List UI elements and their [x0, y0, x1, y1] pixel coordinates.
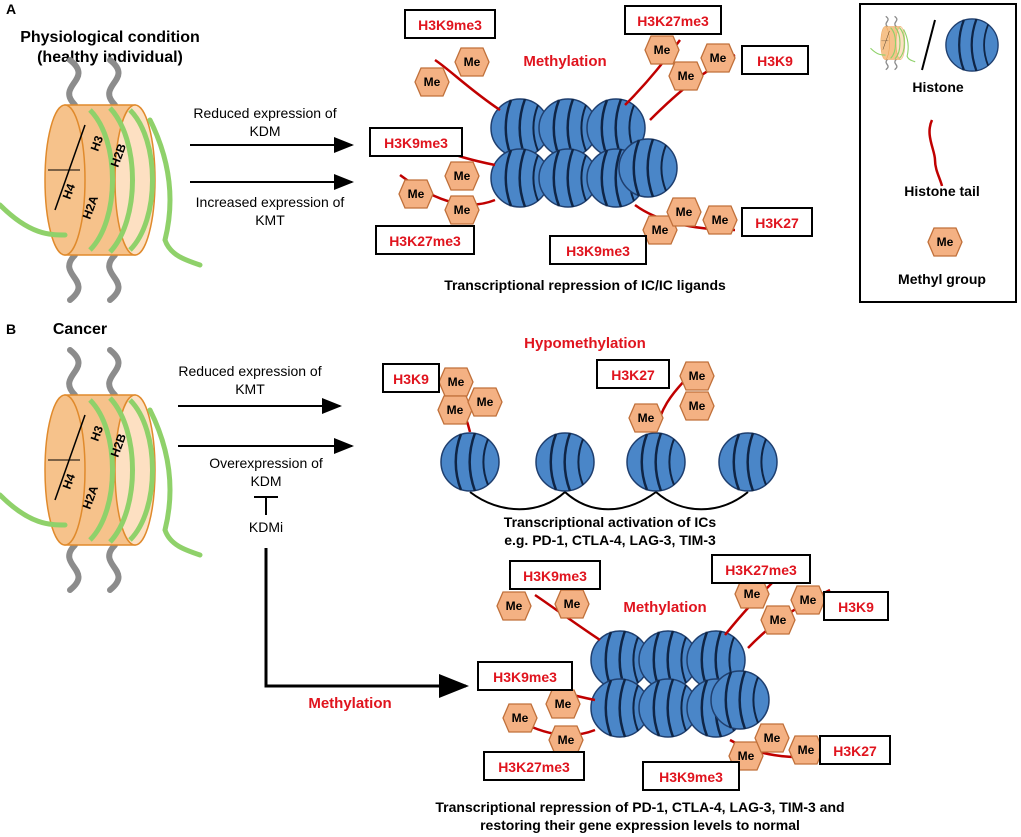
mark-label: H3K9me3 [566, 243, 630, 259]
mark-label: H3K9me3 [384, 135, 448, 151]
activation-caption-line1: Transcriptional activation of ICs [504, 514, 717, 530]
kdmi-path-arrow [264, 548, 469, 698]
me-label: Me [454, 203, 471, 217]
me-label: Me [800, 593, 817, 607]
mark-boxes-a: H3K9me3 H3K27me3 H3K9 H3K9me3 H3K27me3 H… [369, 5, 813, 265]
methylation-label-b: Methylation [623, 599, 706, 616]
me-label: Me [738, 749, 755, 763]
mark-label: H3K27 [755, 215, 799, 231]
histone-octamer-icon: H3 H2B H4 H2A [0, 350, 200, 590]
mark-box [596, 359, 670, 389]
arrow2-label-line2: KMT [255, 212, 285, 228]
me-label: Me [564, 597, 581, 611]
mark-label: H3K27me3 [498, 759, 570, 775]
me-label: Me [512, 711, 529, 725]
caption-b-line1: Transcriptional repression of PD-1, CTLA… [435, 799, 844, 815]
me-label: Me [638, 411, 655, 425]
linker-dna [469, 490, 749, 511]
me-label: Me [652, 223, 669, 237]
mark-label: H3K27me3 [637, 13, 709, 29]
me-label: Me [798, 743, 815, 757]
hypomethylation-label: Hypomethylation [524, 335, 646, 352]
activation-caption-line2: e.g. PD-1, CTLA-4, LAG-3, TIM-3 [504, 532, 716, 548]
me-label: Me [710, 51, 727, 65]
legend-box: Histone Histone tail Me Methyl group [859, 3, 1017, 303]
panel-a: A Physiological condition (healthy indiv… [0, 1, 813, 300]
arrow1-label-line1: Reduced expression of [193, 105, 336, 121]
methylation-path-label: Methylation [308, 695, 391, 712]
mark-label: H3K27me3 [725, 562, 797, 578]
nucleosome-cluster-b [589, 629, 771, 739]
histone-tail-icon [928, 119, 944, 187]
histone-octamer-icon: H3 H2B H4 H2A [0, 60, 200, 300]
panel-b: B Cancer H3 H2B H4 H2A Reduced expressio… [0, 321, 891, 833]
mark-label: H3K9me3 [493, 669, 557, 685]
mark-label: H3K27 [611, 367, 655, 383]
mark-label: H3K9me3 [523, 568, 587, 584]
me-label: Me [506, 599, 523, 613]
legend-divider [921, 19, 936, 71]
mark-label: H3K9me3 [659, 769, 723, 785]
me-label: Me [676, 205, 693, 219]
me-label: Me [558, 733, 575, 747]
arrow2-label-line1: Increased expression of [196, 194, 345, 210]
mark-label: H3K9 [757, 53, 793, 69]
legend-histone-label: Histone [912, 79, 964, 95]
histone-label-h4: H4 [60, 472, 79, 492]
nucleosome-icon [944, 17, 1000, 73]
panel-b-letter: B [6, 321, 16, 337]
kdmi-label: KDMi [249, 519, 283, 535]
methylation-label-a: Methylation [523, 53, 606, 70]
legend-methyl-label: Methyl group [898, 271, 986, 287]
me-label: Me [937, 235, 954, 249]
me-label: Me [678, 69, 695, 83]
me-label: Me [447, 403, 464, 417]
mark-boxes-b: H3K9me3 H3K27me3 H3K9 H3K9me3 H3K27me3 H… [477, 554, 891, 791]
me-label: Me [764, 731, 781, 745]
me-label: Me [424, 75, 441, 89]
caption-a: Transcriptional repression of IC/IC liga… [444, 277, 726, 293]
me-label: Me [744, 587, 761, 601]
mark-label: H3K9 [838, 599, 874, 615]
mark-label: H3K27 [833, 743, 877, 759]
me-label: Me [770, 613, 787, 627]
me-label: Me [712, 213, 729, 227]
arrow-b1-label-line1: Reduced expression of [178, 363, 321, 379]
legend-tail-label: Histone tail [904, 183, 979, 199]
histone-label-h4: H4 [60, 182, 79, 202]
open-nucleosomes [439, 431, 779, 493]
me-label: Me [464, 55, 481, 69]
me-label: Me [454, 169, 471, 183]
mark-label: H3K27me3 [389, 233, 461, 249]
arrow1-label-line2: KDM [249, 123, 280, 139]
me-label: Me [654, 43, 671, 57]
panel-b-title: Cancer [53, 321, 107, 338]
histone-label-h3: H3 [88, 134, 107, 154]
me-label: Me [477, 395, 494, 409]
mark-box [382, 363, 440, 393]
me-label: Me [448, 375, 465, 389]
panel-a-title-line1: Physiological condition [20, 29, 200, 46]
me-label: Me [689, 399, 706, 413]
arrow-b2-label-line1: Overexpression of [209, 455, 323, 471]
caption-b-line2: restoring their gene expression levels t… [480, 817, 800, 833]
me-label: Me [689, 369, 706, 383]
arrow-b2-label-line2: KDM [250, 473, 281, 489]
mark-label: H3K9me3 [418, 17, 482, 33]
me-label: Me [408, 187, 425, 201]
panel-a-letter: A [6, 1, 16, 17]
mark-label: H3K9 [393, 371, 429, 387]
histone-label-h3: H3 [88, 424, 107, 444]
nucleosome-cluster-a [489, 97, 679, 209]
me-label: Me [555, 697, 572, 711]
arrow-b1-label-line2: KMT [235, 381, 265, 397]
